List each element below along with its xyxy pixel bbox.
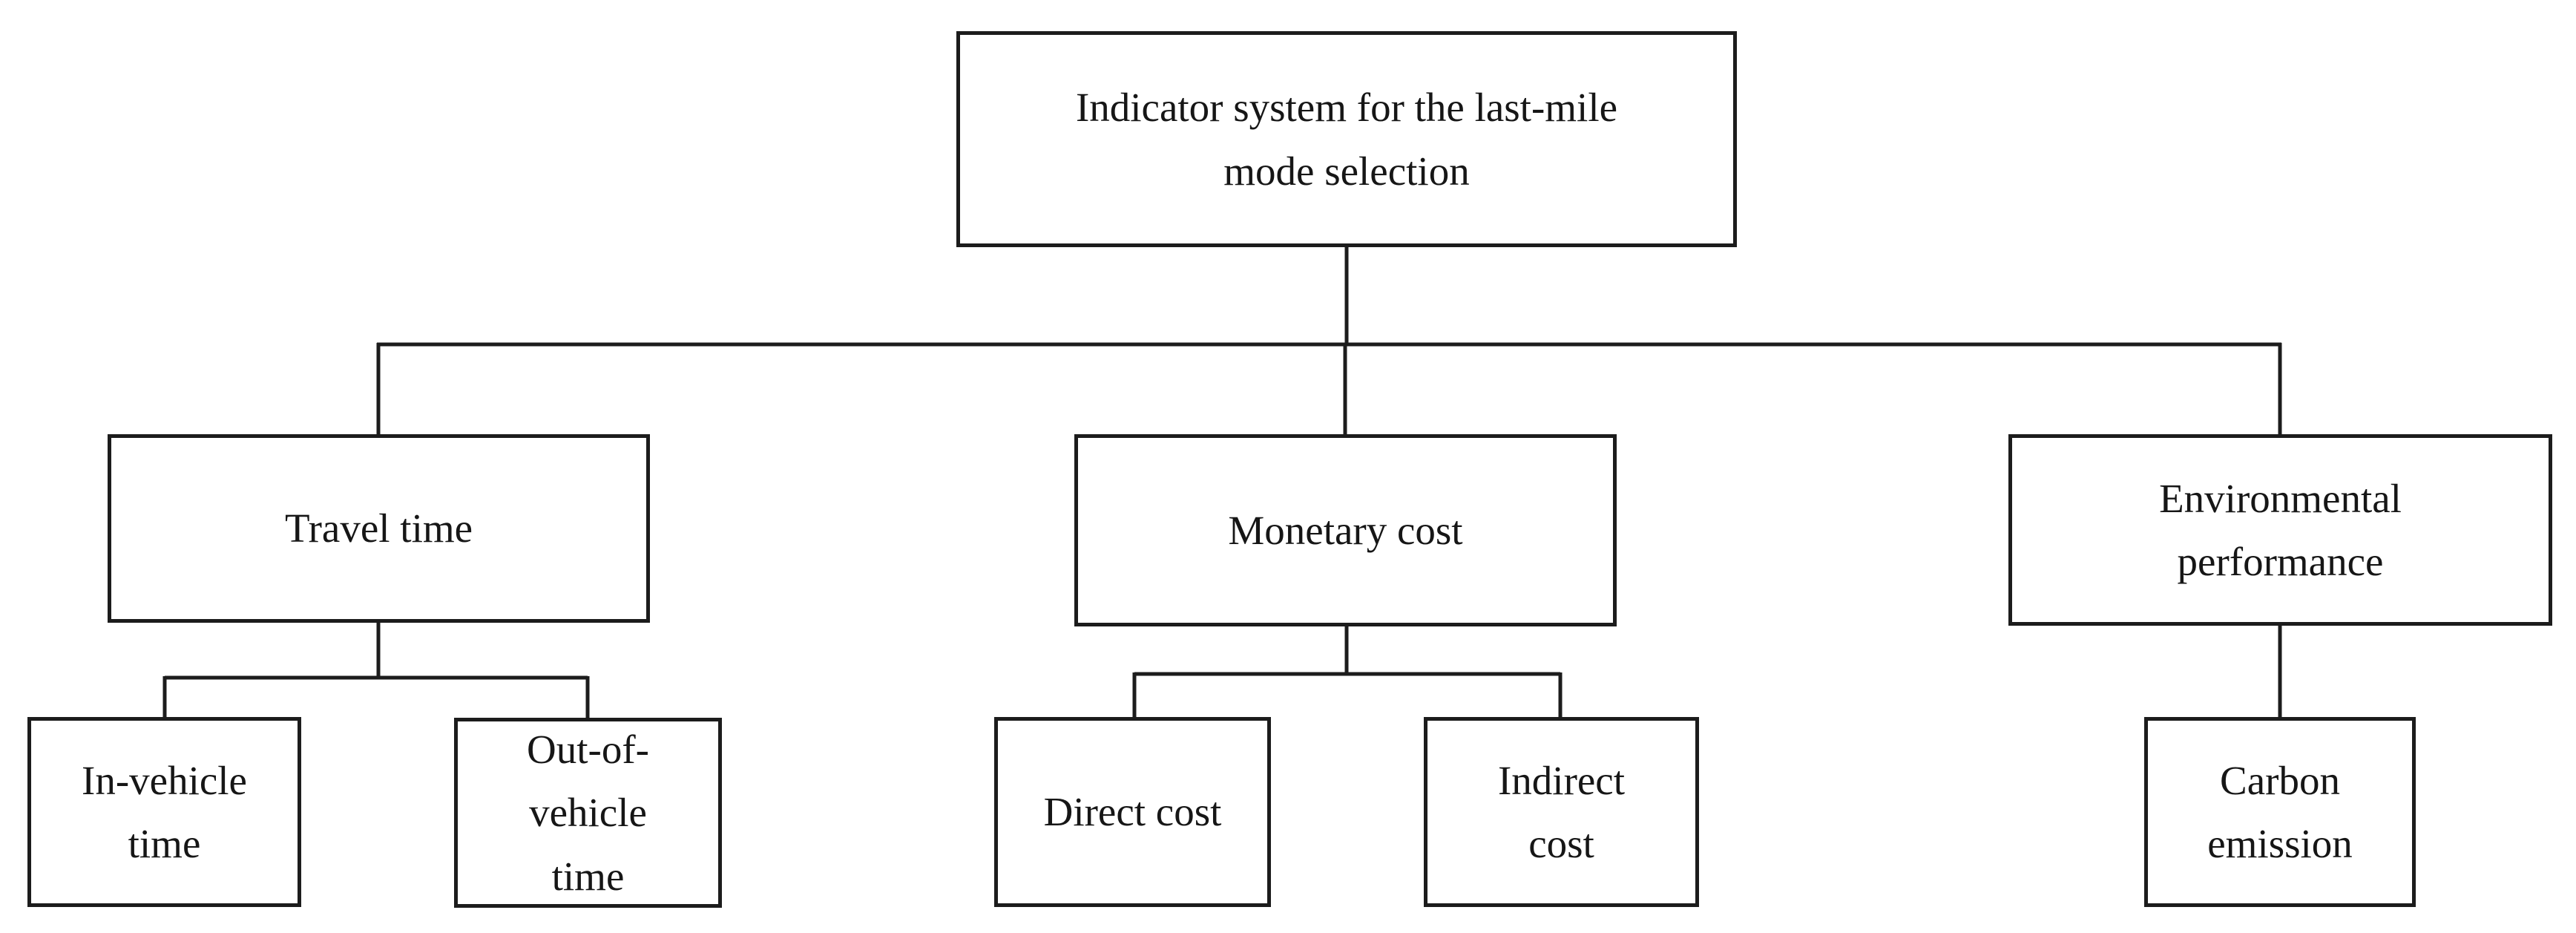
node-carbon-emission: Carbon emission bbox=[2144, 717, 2416, 907]
node-monetary-cost-label: Monetary cost bbox=[1228, 507, 1463, 553]
node-indirect-cost: Indirect cost bbox=[1424, 717, 1699, 907]
node-root-indicator-system: Indicator system for the last-mile mode … bbox=[956, 31, 1737, 247]
node-indirect-cost-label: Indirect cost bbox=[1497, 757, 1625, 866]
node-direct-cost-label: Direct cost bbox=[1043, 789, 1222, 835]
node-monetary-cost: Monetary cost bbox=[1074, 434, 1617, 626]
node-environmental-performance: Environmental performance bbox=[2008, 434, 2552, 626]
node-environmental-performance-label: Environmental performance bbox=[2159, 475, 2402, 584]
node-travel-time: Travel time bbox=[108, 434, 650, 623]
node-carbon-emission-label: Carbon emission bbox=[2207, 757, 2353, 866]
node-in-vehicle-time: In-vehicle time bbox=[27, 717, 301, 907]
node-out-of-vehicle-time: Out-of- vehicle time bbox=[454, 718, 722, 908]
node-direct-cost: Direct cost bbox=[994, 717, 1271, 907]
node-in-vehicle-time-label: In-vehicle time bbox=[82, 757, 247, 866]
node-root-label: Indicator system for the last-mile mode … bbox=[1075, 85, 1618, 194]
node-out-of-vehicle-time-label: Out-of- vehicle time bbox=[527, 727, 649, 899]
node-travel-time-label: Travel time bbox=[284, 505, 473, 551]
